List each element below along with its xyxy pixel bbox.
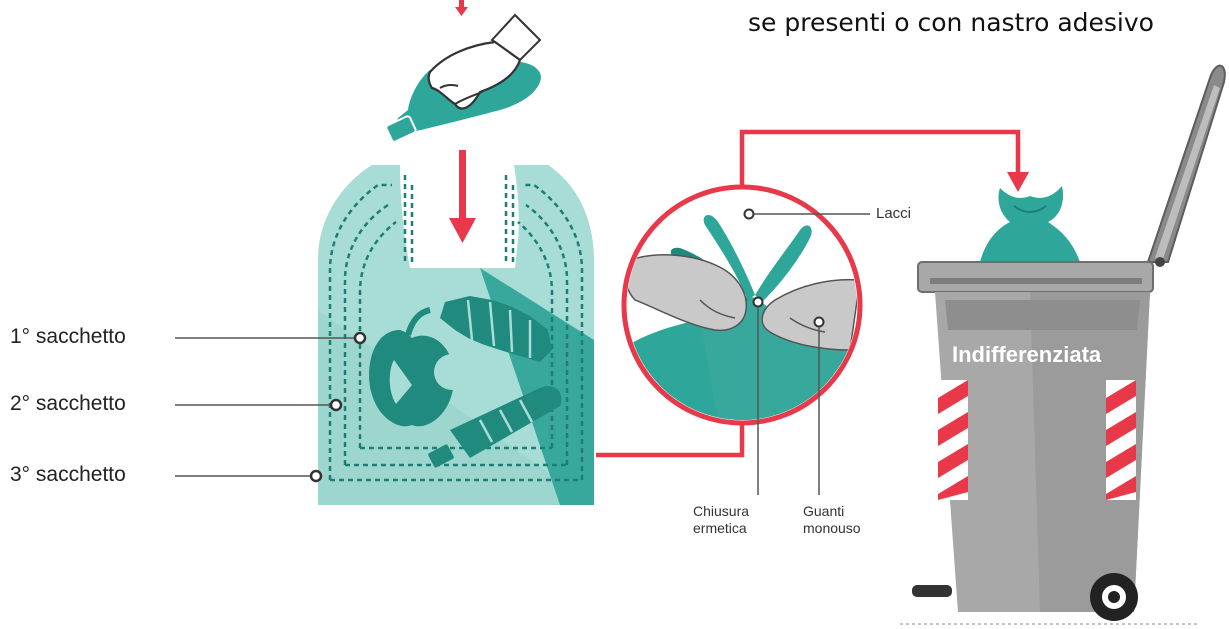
bag-label-1: 1° sacchetto [10,325,126,349]
hand-pouring-bottle-icon [385,15,541,143]
bag-label-2: 2° sacchetto [10,392,126,416]
seal-label-line-2: ermetica [693,520,749,537]
bin-label: Indifferenziata [952,342,1101,368]
down-arrow-icon [449,150,476,243]
top-arrow-icon [455,0,468,16]
detail-circle [620,187,870,495]
bag-label-3: 3° sacchetto [10,463,126,487]
gloves-label: Guanti monouso [803,503,861,537]
seal-label: Chiusura ermetica [693,503,749,537]
connector-to-bin [742,132,1029,198]
gloves-label-line-1: Guanti [803,503,861,520]
gloves-label-line-2: monouso [803,520,861,537]
ties-label: Lacci [876,205,911,222]
seal-label-line-1: Chiusura [693,503,749,520]
